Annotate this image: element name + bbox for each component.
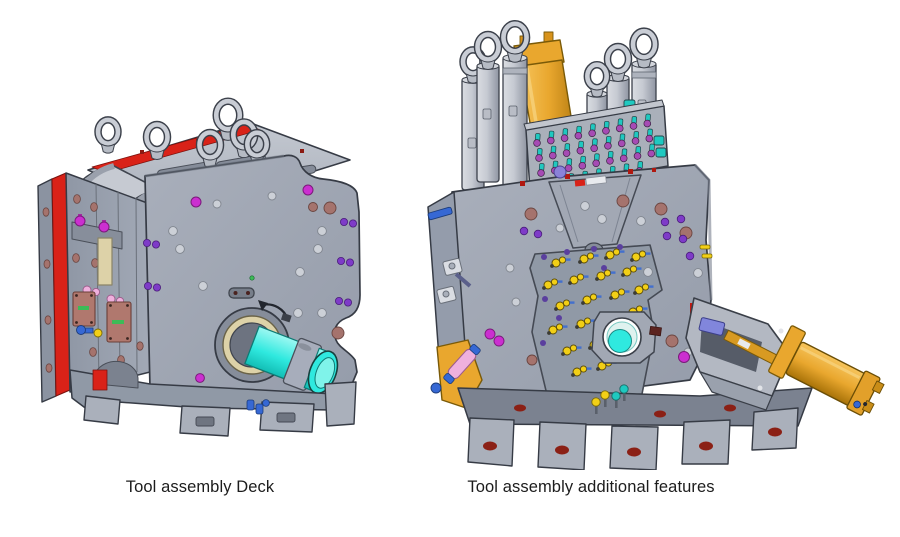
features-main-plate [452, 165, 712, 399]
side-core-pull-cylinder [686, 298, 886, 418]
clamp-knobs [75, 214, 109, 232]
face-purple-ports [143, 218, 356, 306]
shot-sleeve-barrel [243, 323, 343, 400]
deck-side-plates [38, 173, 150, 402]
foot-slot-holes [483, 404, 782, 457]
ejector-guide-plate [98, 238, 112, 285]
face-dowel-holes [191, 185, 313, 382]
blue-clamp-bar [428, 207, 453, 220]
face-bush-holes [309, 202, 345, 339]
limit-switches [437, 258, 463, 304]
deck-assembly-illustration [38, 101, 360, 436]
coupling-fittings [77, 326, 103, 338]
caption-features: Tool assembly additional features [467, 478, 715, 496]
teal-side-fittings [654, 136, 666, 157]
cylinder-foot-ring [554, 166, 566, 178]
features-clamping-base [458, 385, 812, 470]
underside-plugs [592, 385, 628, 414]
handle-slot [229, 288, 254, 298]
cad-illustrations [0, 0, 900, 470]
magenta-port [679, 352, 690, 363]
yellow-edge-fittings [700, 245, 712, 258]
valve-block [699, 317, 725, 335]
pour-hole [592, 312, 656, 363]
deck-mounting-feet [70, 361, 356, 436]
id-label-plates [73, 292, 131, 342]
side-magenta-fittings [485, 329, 504, 346]
red-foot-pad [93, 370, 107, 390]
pocket-purple-ports [540, 244, 623, 346]
top-edge-bolts [520, 168, 656, 186]
lifting-cylinders-left [462, 24, 527, 190]
cooling-plugs [247, 400, 269, 414]
green-pin [250, 276, 254, 280]
caption-deck: Tool assembly Deck [125, 478, 275, 496]
shot-sleeve-assembly [215, 300, 344, 399]
side-plate-holes [43, 195, 143, 373]
plate-purple-ports [520, 215, 694, 260]
deck-front-plate [143, 155, 360, 398]
features-assembly-illustration [428, 24, 886, 470]
ejector-slot [649, 326, 661, 335]
